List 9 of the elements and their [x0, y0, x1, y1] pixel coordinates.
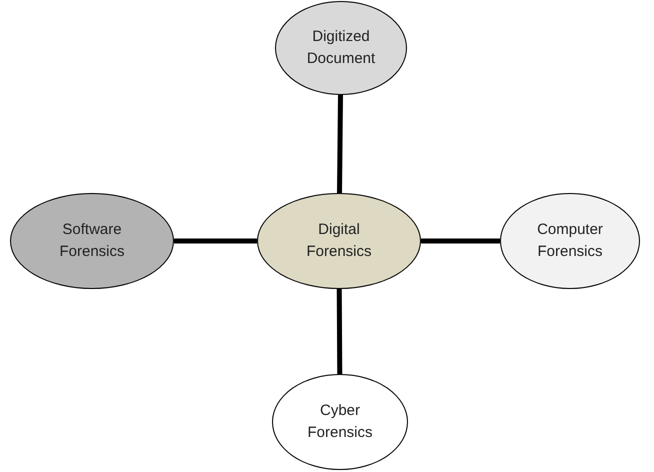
node-label: Software Forensics — [58, 220, 126, 262]
connector-line — [336, 288, 342, 374]
node-label: Digitized Document — [306, 26, 376, 69]
connector-line — [337, 94, 344, 194]
connector-line — [174, 238, 257, 244]
node-label: Digital Forensics — [305, 220, 373, 262]
node-label: Cyber Forensics — [306, 400, 374, 443]
node-label: Computer Forensics — [536, 220, 604, 262]
connector-line — [421, 238, 500, 244]
